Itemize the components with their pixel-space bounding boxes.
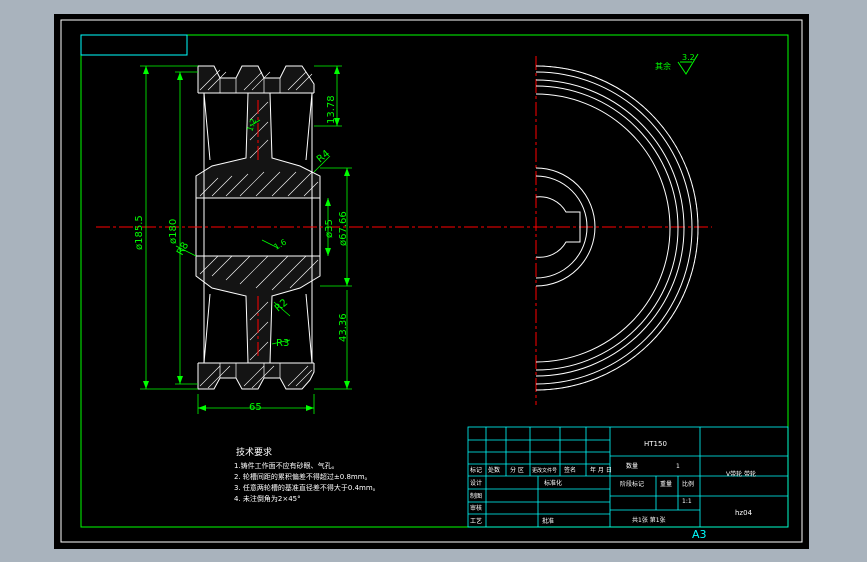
roughness-label: 其余 — [655, 61, 671, 71]
dim-outer-diameter: ø185.5 — [134, 215, 145, 250]
tb-stage-label: 阶段标记 — [620, 480, 644, 488]
tb-quantity-value: 1 — [676, 463, 680, 470]
tech-item-3: 3. 任意两轮槽的基准直径差不得大于0.4mm。 — [234, 483, 380, 492]
tb-role-draw: 制图 — [470, 492, 482, 500]
tb-approve-label: 批准 — [542, 517, 554, 525]
dim-groove-depth: 13.78 — [326, 95, 337, 124]
tb-role-check: 审核 — [470, 504, 482, 512]
tech-item-2: 2. 轮槽间距的累积偏差不得超过±0.8mm。 — [234, 472, 372, 481]
drawing-canvas[interactable]: ø185.5 ø180 13.78 ø35 ø67.66 43.36 65 R4… — [54, 14, 809, 549]
groove-lines — [219, 78, 281, 378]
tech-title: 技术要求 — [236, 446, 272, 458]
tb-header-zone: 分 区 — [510, 466, 524, 474]
roughness-value: 3.2 — [682, 53, 695, 62]
hatch-lines — [199, 69, 319, 389]
tb-weight-label: 重量 — [660, 480, 672, 488]
tech-item-1: 1.铸件工作面不应有砂眼、气孔。 — [234, 461, 339, 470]
tb-header-sign: 签名 — [564, 466, 576, 474]
dim-hub-diameter: ø67.66 — [338, 211, 349, 246]
dimension-lines — [140, 65, 352, 414]
tb-role-process: 工艺 — [470, 517, 482, 525]
sheet-outer-border — [60, 19, 803, 543]
dim-slope: 1:2 — [245, 118, 258, 133]
sheet-size-label: A3 — [692, 528, 707, 541]
tb-drawing-no: hz04 — [735, 509, 753, 517]
title-block: 标记 处数 分 区 更改文件号 签名 年 月 日 设计 制图 审核 工艺 标准化… — [467, 426, 789, 541]
pulley-side-view — [535, 65, 699, 391]
tb-material: HT150 — [644, 440, 667, 448]
side-view-dashes — [535, 65, 699, 391]
tb-std-label: 标准化 — [544, 479, 562, 487]
tb-role-design: 设计 — [470, 479, 482, 487]
tb-quantity-label: 数量 — [626, 462, 638, 470]
dimension-texts: ø185.5 ø180 13.78 ø35 ø67.66 43.36 65 R4… — [134, 95, 349, 413]
tb-scale-value: 1:1 — [682, 498, 692, 505]
tb-part-name: V带轮 带轮 — [726, 470, 756, 478]
dimension-arrows — [143, 66, 350, 411]
tech-requirements: 技术要求 1.铸件工作面不应有砂眼、气孔。 2. 轮槽间距的累积偏差不得超过±0… — [234, 446, 380, 503]
centerlines — [96, 56, 712, 405]
tb-header-mark: 标记 — [470, 466, 482, 474]
dim-r3: R3 — [276, 338, 289, 349]
tb-header-file: 更改文件号 — [532, 467, 557, 474]
tb-sheets: 共1张 第1张 — [632, 516, 666, 524]
sheet-code-box — [80, 34, 188, 56]
dim-width: 65 — [249, 402, 262, 413]
tb-header-date: 年 月 日 — [590, 466, 612, 474]
sheet-inner-border — [80, 34, 789, 528]
roughness-symbol: 其余 3.2 — [655, 53, 699, 75]
dim-bore: ø35 — [324, 219, 335, 238]
dim-rib-height: 43.36 — [338, 313, 349, 342]
dim-r2: R2 — [273, 297, 290, 314]
tech-item-4: 4. 未注倒角为2×45° — [234, 494, 301, 503]
roughness-1: 1.6 — [273, 238, 289, 252]
tb-scale-label: 比例 — [682, 480, 694, 488]
dim-r4: R4 — [315, 148, 332, 165]
tb-header-count: 处数 — [488, 466, 500, 474]
drawing-viewport[interactable]: ø185.5 ø180 13.78 ø35 ø67.66 43.36 65 R4… — [54, 14, 809, 549]
dim-180: ø180 — [168, 219, 179, 244]
